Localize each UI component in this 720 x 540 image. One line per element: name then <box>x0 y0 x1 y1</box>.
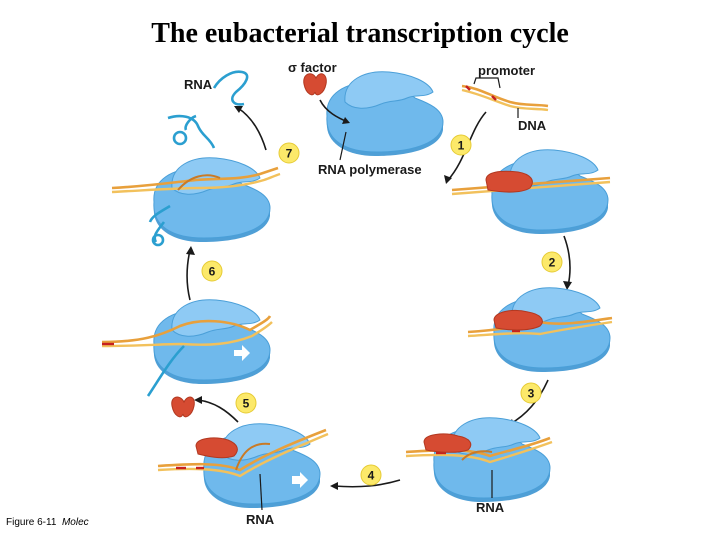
step-marker-2: 2 <box>541 251 563 273</box>
elongating-core-polymerase <box>101 299 273 397</box>
termination-complex <box>111 157 281 247</box>
label-sigma-factor: σ factor <box>288 60 337 75</box>
svg-text:1: 1 <box>458 139 465 153</box>
step-marker-1: 1 <box>450 134 472 156</box>
step-marker-3: 3 <box>520 382 542 404</box>
slide-title: The eubacterial transcription cycle <box>151 18 569 49</box>
svg-text:3: 3 <box>528 387 535 401</box>
free-polymerase <box>326 71 444 157</box>
arrow-step-6 <box>186 249 191 301</box>
svg-text:6: 6 <box>209 265 216 279</box>
arrow-step-7 <box>237 107 267 151</box>
svg-text:5: 5 <box>243 397 250 411</box>
svg-text:4: 4 <box>368 469 375 483</box>
released-rna <box>167 70 249 149</box>
label-rna-bottom-right: RNA <box>476 500 505 515</box>
arrow-step-2 <box>563 235 571 287</box>
arrow-step-4 <box>333 479 401 488</box>
figure-caption: Figure 6-11 Molec <box>6 517 110 528</box>
holoenzyme-closed-complex <box>451 149 611 235</box>
label-dna: DNA <box>518 118 547 133</box>
svg-text:2: 2 <box>549 256 556 270</box>
free-sigma-factor <box>303 73 327 96</box>
promoter-dna <box>461 77 549 118</box>
step-marker-4: 4 <box>360 464 382 486</box>
label-promoter: promoter <box>478 63 535 78</box>
arrow-step-5 <box>197 399 239 423</box>
released-sigma-factor <box>171 396 195 418</box>
step-marker-6: 6 <box>201 260 223 282</box>
label-rna-polymerase: RNA polymerase <box>318 162 422 177</box>
early-elongation-complex <box>405 417 553 503</box>
label-rna-bottom-left: RNA <box>246 512 275 527</box>
step-marker-7: 7 <box>278 142 300 164</box>
figure-source: Molec <box>61 517 89 528</box>
figure-number: Figure 6-11 <box>6 517 57 528</box>
elongation-sigma-release <box>157 423 329 511</box>
label-rna-released: RNA <box>184 77 213 92</box>
svg-text:7: 7 <box>286 147 293 161</box>
step-marker-5: 5 <box>235 392 257 414</box>
holoenzyme-open-complex <box>467 287 613 373</box>
